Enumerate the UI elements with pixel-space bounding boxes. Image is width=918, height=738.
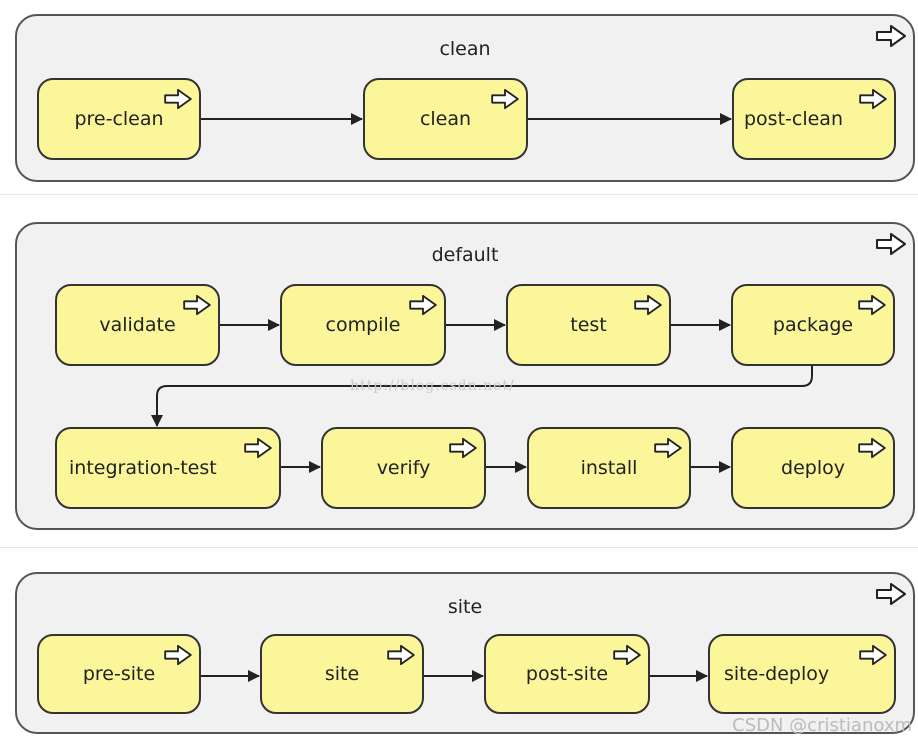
lane-arrow-icon: [876, 583, 906, 605]
phase-site-deploy[interactable]: site-deploy: [708, 634, 896, 714]
phase-arrow-icon: [634, 294, 662, 316]
phase-arrow-icon: [164, 644, 192, 666]
phase-label: package: [772, 314, 854, 336]
phase-arrow-icon: [859, 644, 887, 666]
phase-arrow-icon: [449, 437, 477, 459]
phase-arrow-icon: [491, 88, 519, 110]
phase-label: post-site: [525, 663, 609, 685]
phase-pre-site[interactable]: pre-site: [37, 634, 201, 714]
lane-title-site: site: [447, 596, 483, 618]
lane-arrow-icon: [876, 25, 906, 47]
phase-verify[interactable]: verify: [321, 427, 486, 509]
phase-label: verify: [376, 457, 431, 479]
phase-validate[interactable]: validate: [55, 284, 220, 366]
separator-line: [0, 194, 918, 195]
watermark-text: http://blog.csdn.net/: [350, 378, 515, 394]
phase-arrow-icon: [409, 294, 437, 316]
phase-label: post-clean: [744, 108, 843, 130]
lane-title-default: default: [431, 244, 499, 266]
phase-arrow-icon: [859, 88, 887, 110]
phase-integration-test[interactable]: integration-test: [55, 427, 281, 509]
phase-post-site[interactable]: post-site: [484, 634, 650, 714]
phase-arrow-icon: [613, 644, 641, 666]
phase-site[interactable]: site: [260, 634, 424, 714]
phase-arrow-icon: [654, 437, 682, 459]
phase-post-clean[interactable]: post-clean: [732, 78, 896, 160]
phase-deploy[interactable]: deploy: [731, 427, 895, 509]
phase-install[interactable]: install: [527, 427, 691, 509]
separator-line: [0, 547, 918, 548]
phase-clean[interactable]: clean: [363, 78, 528, 160]
phase-pre-clean[interactable]: pre-clean: [37, 78, 201, 160]
phase-arrow-icon: [183, 294, 211, 316]
phase-label: integration-test: [69, 457, 217, 479]
phase-label: site-deploy: [724, 663, 830, 685]
phase-package[interactable]: package: [731, 284, 895, 366]
phase-label: validate: [99, 314, 176, 336]
lane-title-clean: clean: [439, 38, 491, 60]
lane-arrow-icon: [876, 233, 906, 255]
phase-arrow-icon: [858, 437, 886, 459]
phase-arrow-icon: [387, 644, 415, 666]
connector-arrow-wrap: [151, 366, 813, 427]
credit-text: CSDN @cristianoxm: [732, 715, 912, 736]
phase-label: deploy: [781, 457, 845, 479]
phase-test[interactable]: test: [506, 284, 671, 366]
phase-label: pre-clean: [74, 108, 164, 130]
phase-label: clean: [419, 108, 472, 130]
phase-compile[interactable]: compile: [280, 284, 446, 366]
phase-arrow-icon: [164, 88, 192, 110]
phase-arrow-icon: [244, 437, 272, 459]
phase-arrow-icon: [858, 294, 886, 316]
phase-label: install: [580, 457, 638, 479]
phase-label: compile: [325, 314, 401, 336]
phase-label: pre-site: [82, 663, 156, 685]
phase-label: test: [570, 314, 607, 336]
phase-label: site: [324, 663, 360, 685]
